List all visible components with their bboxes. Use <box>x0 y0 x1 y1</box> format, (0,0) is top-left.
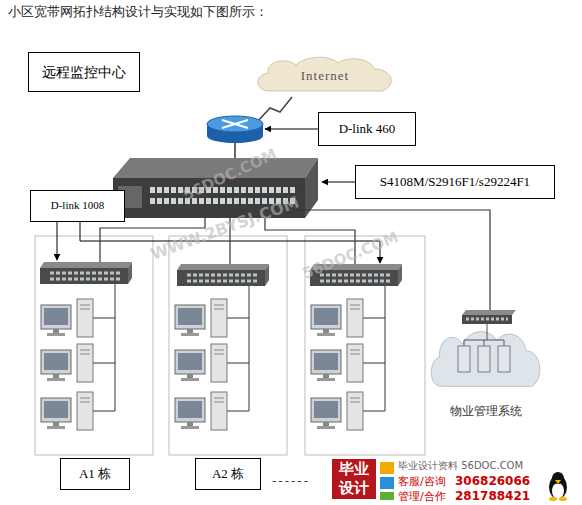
penguin-foot <box>549 497 557 501</box>
cloud-shape <box>425 328 547 396</box>
server <box>458 346 470 372</box>
logo-icon <box>380 492 394 500</box>
pc <box>175 392 227 430</box>
pc <box>41 299 93 337</box>
leader-line <box>265 129 318 130</box>
leader-line <box>57 222 58 260</box>
node-text: A1 栋 <box>79 466 111 482</box>
cable <box>227 286 249 411</box>
cable <box>464 324 504 346</box>
wan-link <box>258 97 292 121</box>
cloud-outline <box>431 332 540 387</box>
pc <box>41 344 93 382</box>
cable <box>363 286 385 411</box>
switch-ports <box>466 318 508 321</box>
cable <box>93 284 115 411</box>
cloud-node: Internet <box>250 55 400 97</box>
label-box: D-link 460 <box>318 112 416 146</box>
building-frame <box>169 236 287 455</box>
label-box: D-link 1008 <box>30 190 125 222</box>
pc <box>311 344 363 382</box>
label-box: A1 栋 <box>60 458 130 490</box>
label-box: S4108M/S2916F1/s29224F1 <box>355 165 555 199</box>
logo-icon <box>380 462 394 474</box>
penguin-head <box>552 472 564 484</box>
pc <box>175 299 227 337</box>
contact-label: 管理/合作 <box>398 490 446 504</box>
node-text: 远程监控中心 <box>42 64 126 81</box>
node-text: Internet <box>301 68 349 84</box>
leader-line <box>322 182 355 183</box>
site-note: 毕业设计资料 56DOC.COM <box>398 460 523 473</box>
node-text: A2 栋 <box>212 466 244 482</box>
contact-number: 281788421 <box>455 489 530 504</box>
cloud-node: 物业管理系统 <box>425 328 547 420</box>
penguin-body <box>549 475 567 499</box>
pc <box>41 392 93 430</box>
label-box: A2 栋 <box>195 458 261 490</box>
watermark: 56DOC.COM <box>180 145 280 205</box>
access-switch <box>40 262 132 284</box>
cable <box>234 143 236 158</box>
cable <box>296 210 490 313</box>
penguin-belly <box>552 483 564 499</box>
router-top <box>207 116 263 132</box>
server <box>478 346 490 372</box>
pc <box>311 299 363 337</box>
node-text: D-link 1008 <box>51 199 104 212</box>
cloud-outline <box>258 57 392 91</box>
penguin-beak <box>555 480 561 484</box>
watermark: WWW.2BYSJ.COM <box>148 192 302 264</box>
contact-label: 客服/咨询 <box>398 475 446 489</box>
core-switch-side <box>305 158 318 218</box>
server <box>498 346 510 372</box>
penguin-foot <box>559 497 567 501</box>
diagram-title: 小区宽带网拓扑结构设计与实现如下图所示： <box>8 3 268 21</box>
label-box: 远程监控中心 <box>28 52 140 92</box>
pc <box>311 392 363 430</box>
ellipsis-dashes: ------ <box>272 474 310 489</box>
pc <box>175 344 227 382</box>
router-arrows <box>222 120 248 128</box>
access-switch <box>177 264 269 286</box>
node-text: D-link 460 <box>339 121 396 137</box>
logo-icon <box>380 477 394 489</box>
building-frame <box>35 236 153 455</box>
switch-top <box>462 310 516 315</box>
contact-number: 306826066 <box>455 474 530 489</box>
switch-front <box>462 315 512 324</box>
node-text: 物业管理系统 <box>450 404 522 418</box>
logo-text: 毕业设计 <box>332 459 376 499</box>
watermark: 56DOC.COM <box>300 228 401 283</box>
node-text: S4108M/S2916F1/s29224F1 <box>380 174 530 190</box>
